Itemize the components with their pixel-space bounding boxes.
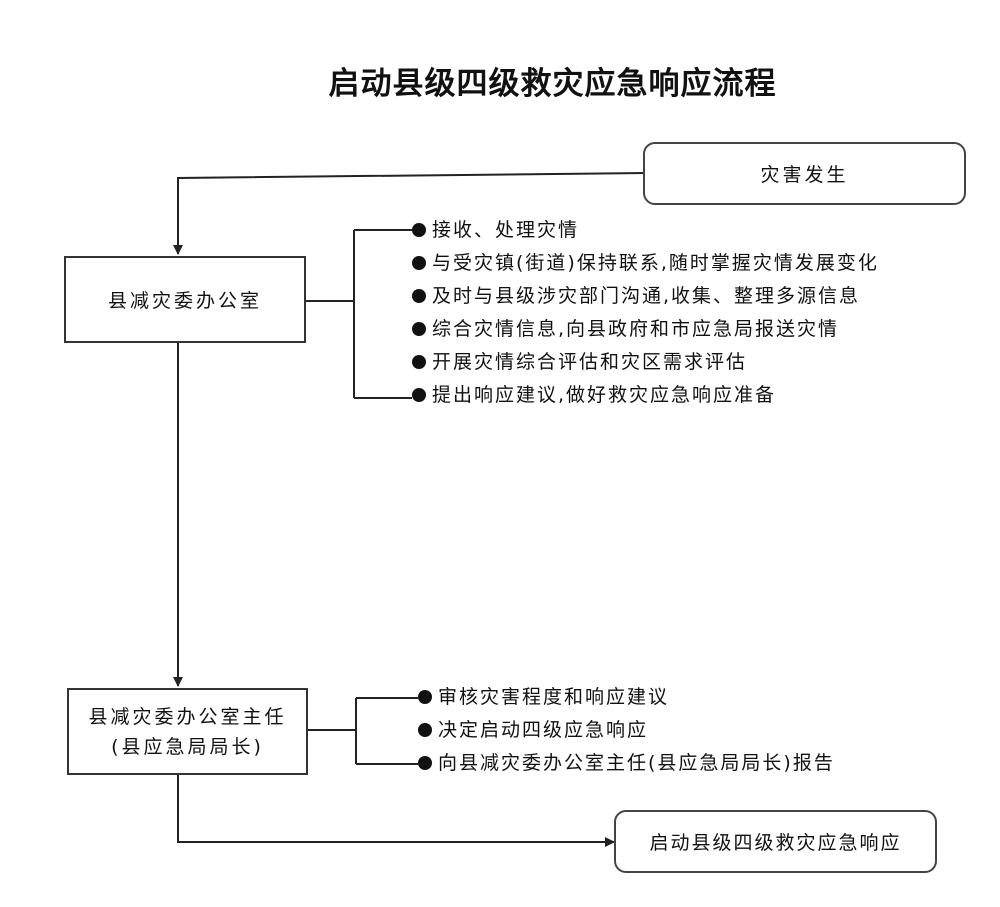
office-task-item: 提出响应建议,做好救灾应急响应准备 — [412, 379, 879, 412]
office-task-item: 接收、处理灾情 — [412, 214, 879, 247]
bullet-icon — [412, 256, 426, 270]
bullet-icon — [418, 690, 432, 704]
arrow-disaster-to-office — [173, 172, 644, 255]
response-node: 启动县级四级救灾应急响应 — [614, 810, 937, 873]
bullet-icon — [412, 388, 426, 402]
office-task-item: 与受灾镇(街道)保持联系,随时掌握灾情发展变化 — [412, 247, 879, 280]
director-task-list: 审核灾害程度和响应建议 决定启动四级应急响应 向县减灾委办公室主任(县应急局局长… — [418, 681, 835, 780]
office-task-list: 接收、处理灾情 与受灾镇(街道)保持联系,随时掌握灾情发展变化 及时与县级涉灾部… — [412, 214, 879, 412]
director-node-title: 县减灾委办公室主任 — [88, 705, 287, 728]
arrow-director-to-response — [177, 775, 615, 847]
office-task-item: 开展灾情综合评估和灾区需求评估 — [412, 346, 879, 379]
office-task-item: 及时与县级涉灾部门沟通,收集、整理多源信息 — [412, 280, 879, 313]
bullet-icon — [412, 223, 426, 237]
response-node-label: 启动县级四级救灾应急响应 — [649, 832, 902, 854]
bullet-icon — [418, 723, 432, 737]
director-task-item: 审核灾害程度和响应建议 — [418, 681, 835, 714]
bracket-director-tasks — [308, 697, 418, 765]
bracket-office-tasks — [306, 229, 412, 399]
disaster-node-label: 灾害发生 — [760, 164, 849, 186]
bullet-icon — [418, 756, 432, 770]
director-node: 县减灾委办公室主任 (县应急局局长) — [67, 688, 308, 775]
page-title: 启动县级四级救灾应急响应流程 — [328, 66, 777, 102]
bullet-icon — [412, 322, 426, 336]
disaster-node: 灾害发生 — [643, 142, 966, 205]
office-task-item: 综合灾情信息,向县政府和市应急局报送灾情 — [412, 313, 879, 346]
bullet-icon — [412, 355, 426, 369]
director-node-subtitle: (县应急局局长) — [111, 735, 264, 758]
office-node: 县减灾委办公室 — [64, 256, 306, 343]
director-task-item: 决定启动四级应急响应 — [418, 714, 835, 747]
office-node-label: 县减灾委办公室 — [107, 290, 262, 312]
bullet-icon — [412, 289, 426, 303]
director-task-item: 向县减灾委办公室主任(县应急局局长)报告 — [418, 747, 835, 780]
